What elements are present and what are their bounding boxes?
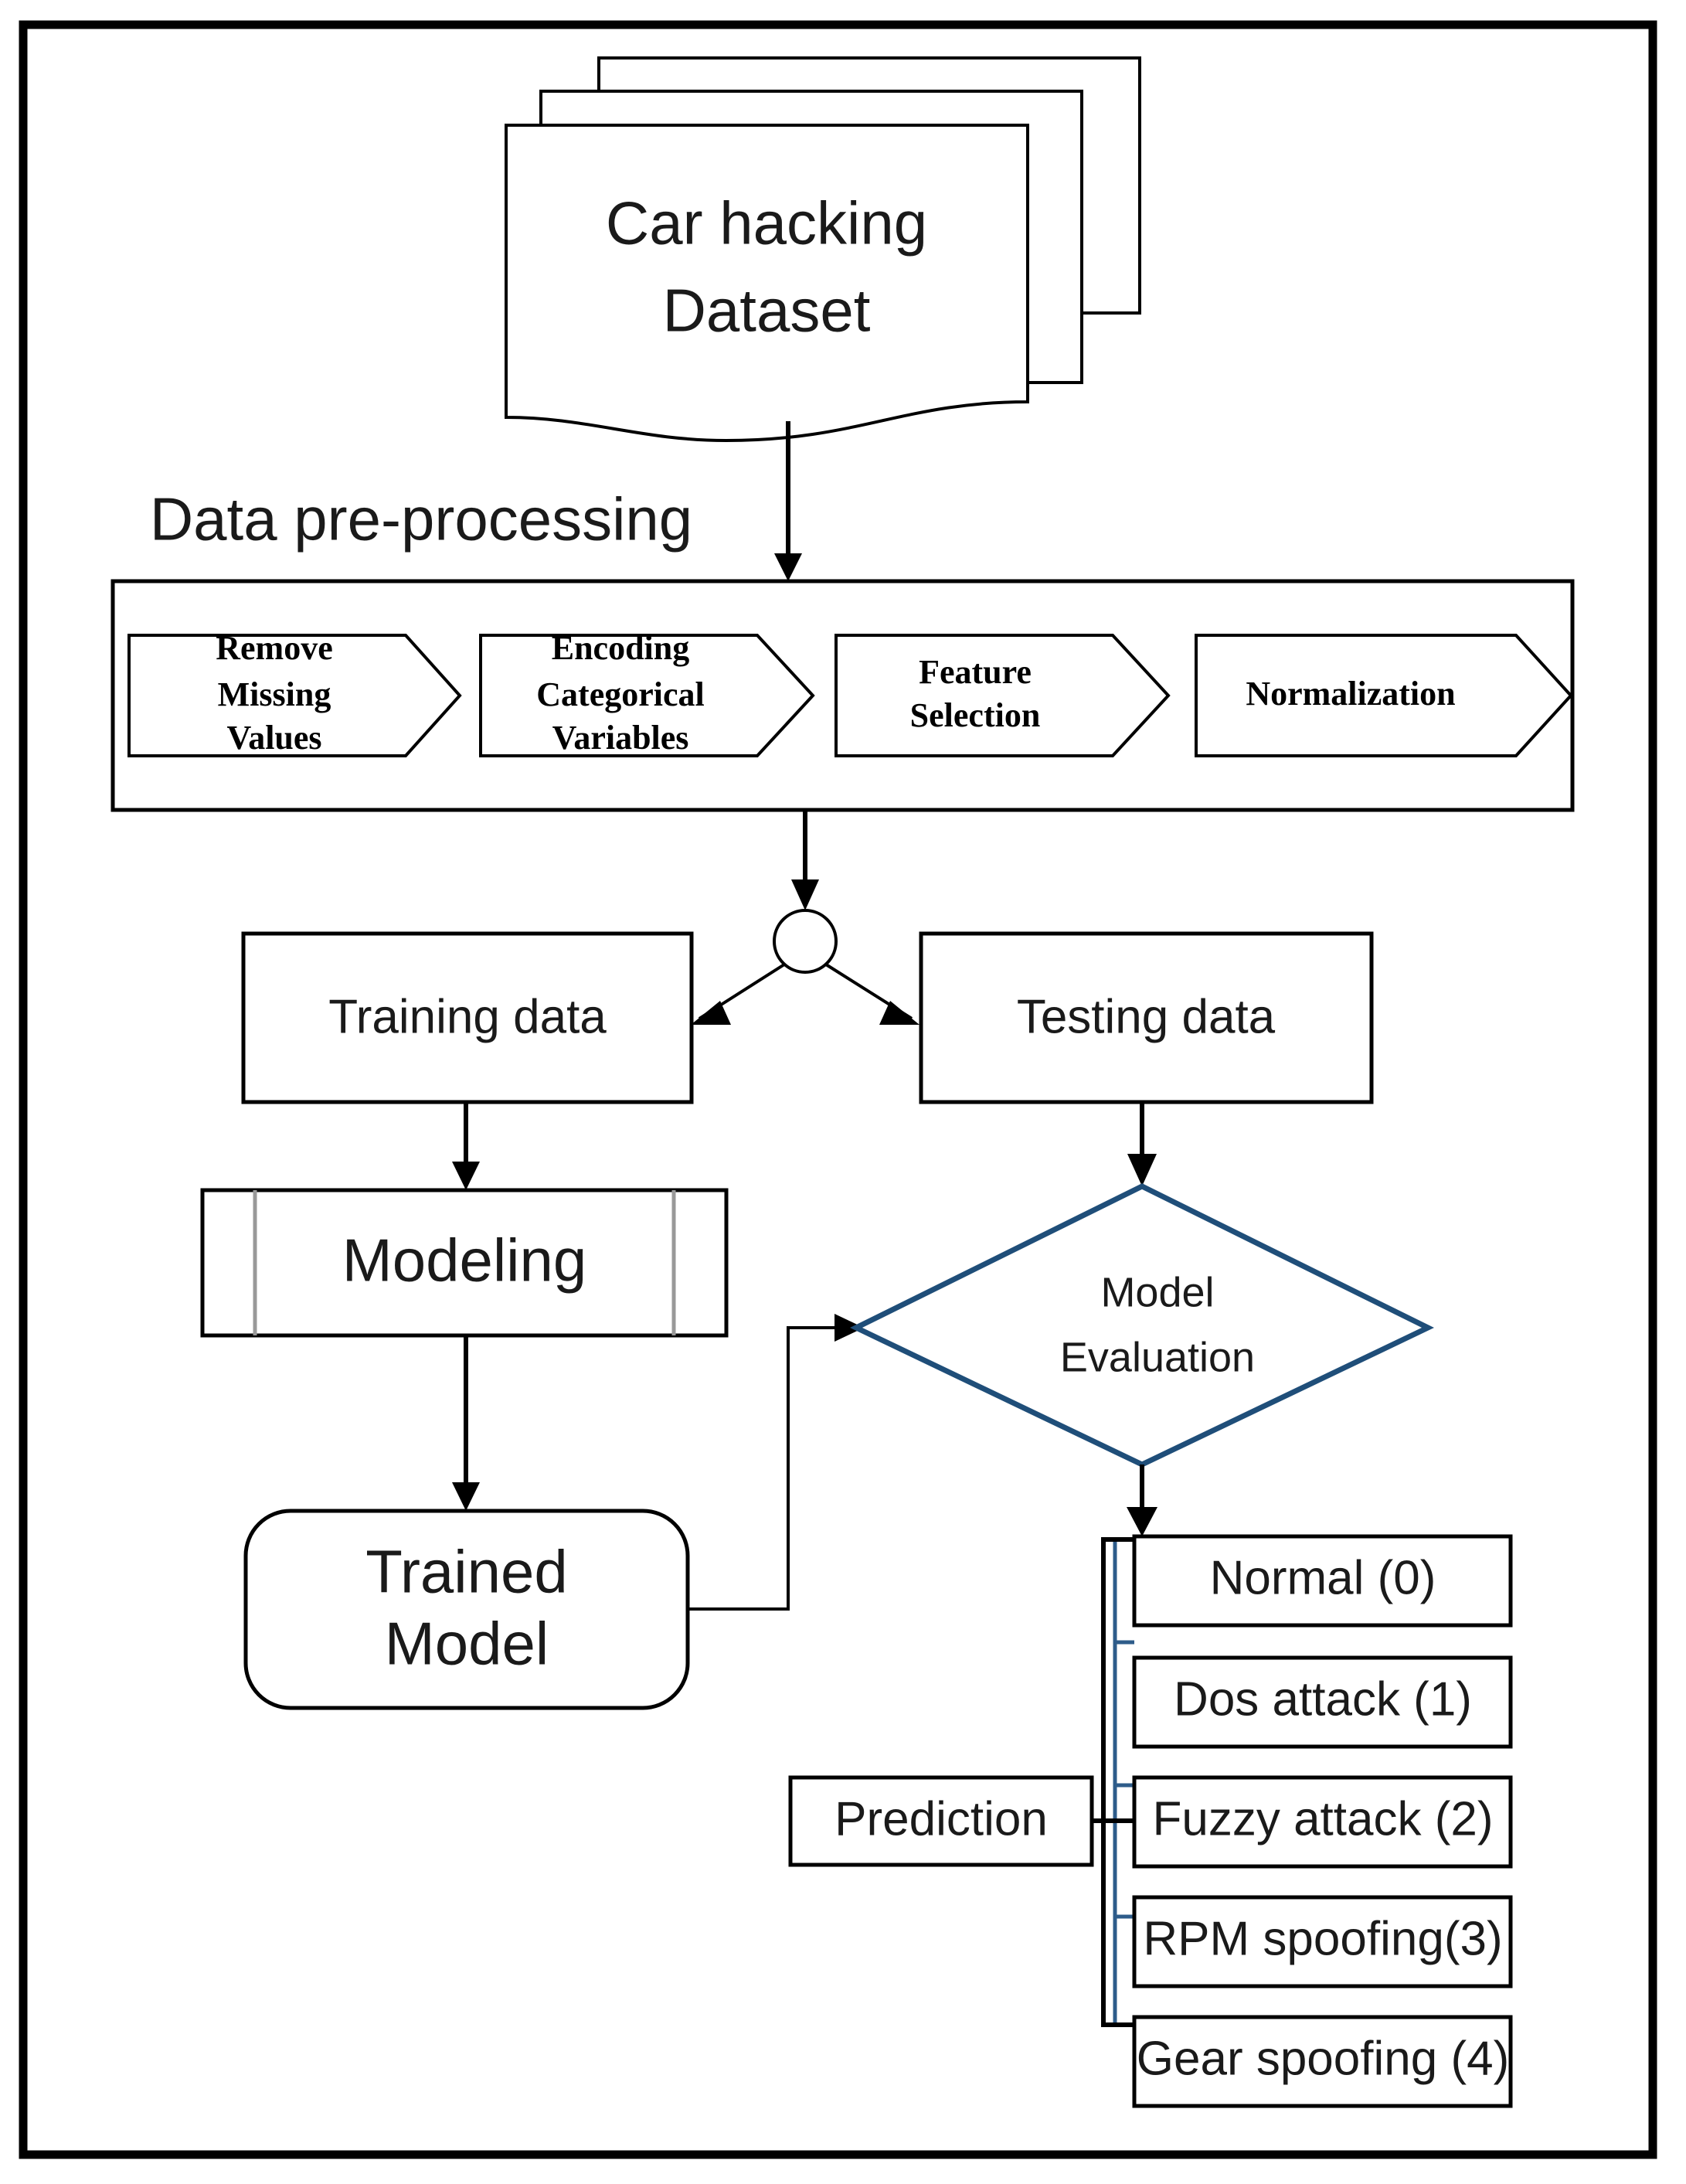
arrow-modeling-to-trained-model xyxy=(452,1335,480,1511)
trained-model-line1: Trained xyxy=(365,1538,568,1606)
split-node-circle xyxy=(773,909,838,974)
training-data-box[interactable]: Training data xyxy=(241,931,694,1104)
step2-line2: Categorical xyxy=(536,675,704,713)
arrow-dataset-to-preprocessing xyxy=(774,421,802,581)
arrow-split-to-testing xyxy=(824,963,919,1025)
preprocessing-step-remove-missing-values[interactable]: Remove Missing Values xyxy=(127,629,462,757)
step1-line1: Remove xyxy=(216,629,333,667)
output-box-gear-spoofing[interactable]: Gear spoofing (4) xyxy=(1132,2015,1513,2108)
output-label-4: Gear spoofing (4) xyxy=(1137,2032,1509,2085)
evaluation-line1: Model xyxy=(1100,1269,1214,1315)
arrow-split-to-training xyxy=(691,963,786,1025)
preprocessing-section-label: Data pre-processing xyxy=(150,485,692,553)
arrow-testing-to-evaluation xyxy=(1127,1102,1157,1186)
step1-line2: Missing xyxy=(218,675,331,713)
output-box-fuzzy-attack[interactable]: Fuzzy attack (2) xyxy=(1132,1775,1513,1869)
preprocessing-step-encoding-categorical-variables[interactable]: Encoding Categorical Variables xyxy=(479,629,815,757)
step3-line2: Selection xyxy=(910,696,1041,734)
output-box-dos-attack[interactable]: Dos attack (1) xyxy=(1132,1655,1513,1749)
trained-model-line2: Model xyxy=(385,1610,549,1678)
output-label-1: Dos attack (1) xyxy=(1174,1672,1472,1726)
arrow-training-to-modeling xyxy=(452,1102,480,1190)
output-box-rpm-spoofing[interactable]: RPM spoofing(3) xyxy=(1132,1895,1513,1988)
step3-line1: Feature xyxy=(919,653,1032,691)
step2-line1: Encoding xyxy=(552,629,690,667)
prediction-bracket xyxy=(1092,1537,1134,2027)
step1-line3: Values xyxy=(226,719,321,757)
preprocessing-step-feature-selection[interactable]: Feature Selection xyxy=(835,634,1171,757)
preprocessing-step-normalization[interactable]: Normalization xyxy=(1195,634,1573,757)
arrow-preprocessing-to-split xyxy=(791,810,819,910)
dataset-document-stack: Car hacking Dataset xyxy=(505,56,1141,443)
step4-line1: Normalization xyxy=(1246,675,1455,713)
output-label-3: RPM spoofing(3) xyxy=(1143,1912,1502,1965)
prediction-box[interactable]: Prediction xyxy=(788,1775,1094,1867)
step2-line3: Variables xyxy=(552,719,689,757)
trained-model-box[interactable]: Trained Model xyxy=(243,1509,690,1710)
training-data-label: Training data xyxy=(328,990,607,1043)
outer-border xyxy=(19,20,1657,2159)
dataset-title-line1: Car hacking xyxy=(606,189,927,257)
dataset-sheet-front xyxy=(505,124,1029,443)
output-box-normal[interactable]: Normal (0) xyxy=(1132,1534,1513,1628)
arrow-evaluation-to-outputs xyxy=(1127,1465,1157,1536)
testing-data-box[interactable]: Testing data xyxy=(919,931,1374,1104)
prediction-label: Prediction xyxy=(835,1792,1048,1846)
modeling-label: Modeling xyxy=(342,1226,587,1294)
dataset-title-line2: Dataset xyxy=(663,277,871,345)
evaluation-line2: Evaluation xyxy=(1060,1334,1255,1380)
output-label-2: Fuzzy attack (2) xyxy=(1153,1792,1494,1846)
model-evaluation-diamond[interactable]: Model Evaluation xyxy=(849,1183,1435,1468)
modeling-box[interactable]: Modeling xyxy=(200,1188,729,1338)
output-label-0: Normal (0) xyxy=(1210,1551,1436,1604)
testing-data-label: Testing data xyxy=(1017,990,1276,1043)
connector-trained-model-to-evaluation xyxy=(688,1314,864,1611)
